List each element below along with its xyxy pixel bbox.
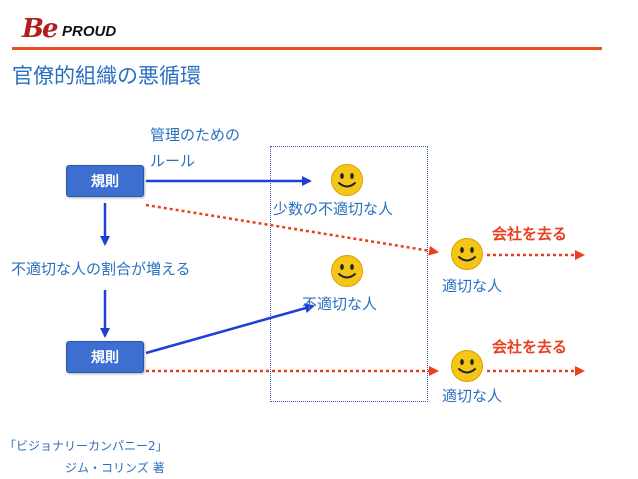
leave-company-bottom: 会社を去る [492,338,568,356]
few-inappropriate-label: 少数の不適切な人 [273,200,394,218]
rule-box-top: 規則 [66,165,144,197]
smiley-face-icon [451,350,483,382]
inappropriate-label: 不適切な人 [302,295,378,313]
middle-label: 不適切な人の割合が増える [11,260,191,278]
arrow-rule-to-appropriate-top [145,203,439,256]
slide-title: 官僚的組織の悪循環 [12,64,201,88]
appropriate-person-top: 適切な人 [442,277,503,295]
logo-be: Be [22,14,59,44]
header-divider [12,47,602,50]
appropriate-person-bottom: 適切な人 [442,387,503,405]
leave-company-top: 会社を去る [492,225,568,243]
rule-box-bottom: 規則 [66,341,144,373]
arrow-rule-to-inappropriate [145,303,315,355]
source-author: ジム・コリンズ 著 [65,461,165,475]
smiley-face-icon [451,238,483,270]
annotation-line-1: 管理のための [150,126,241,144]
smiley-face-icon [331,255,363,287]
logo-proud: PROUD [62,23,117,40]
group-box [270,146,428,402]
smiley-face-icon [331,164,363,196]
annotation-line-2: ルール [150,152,196,170]
source-book: 「ビジョナリーカンパニー2」 [4,439,168,453]
